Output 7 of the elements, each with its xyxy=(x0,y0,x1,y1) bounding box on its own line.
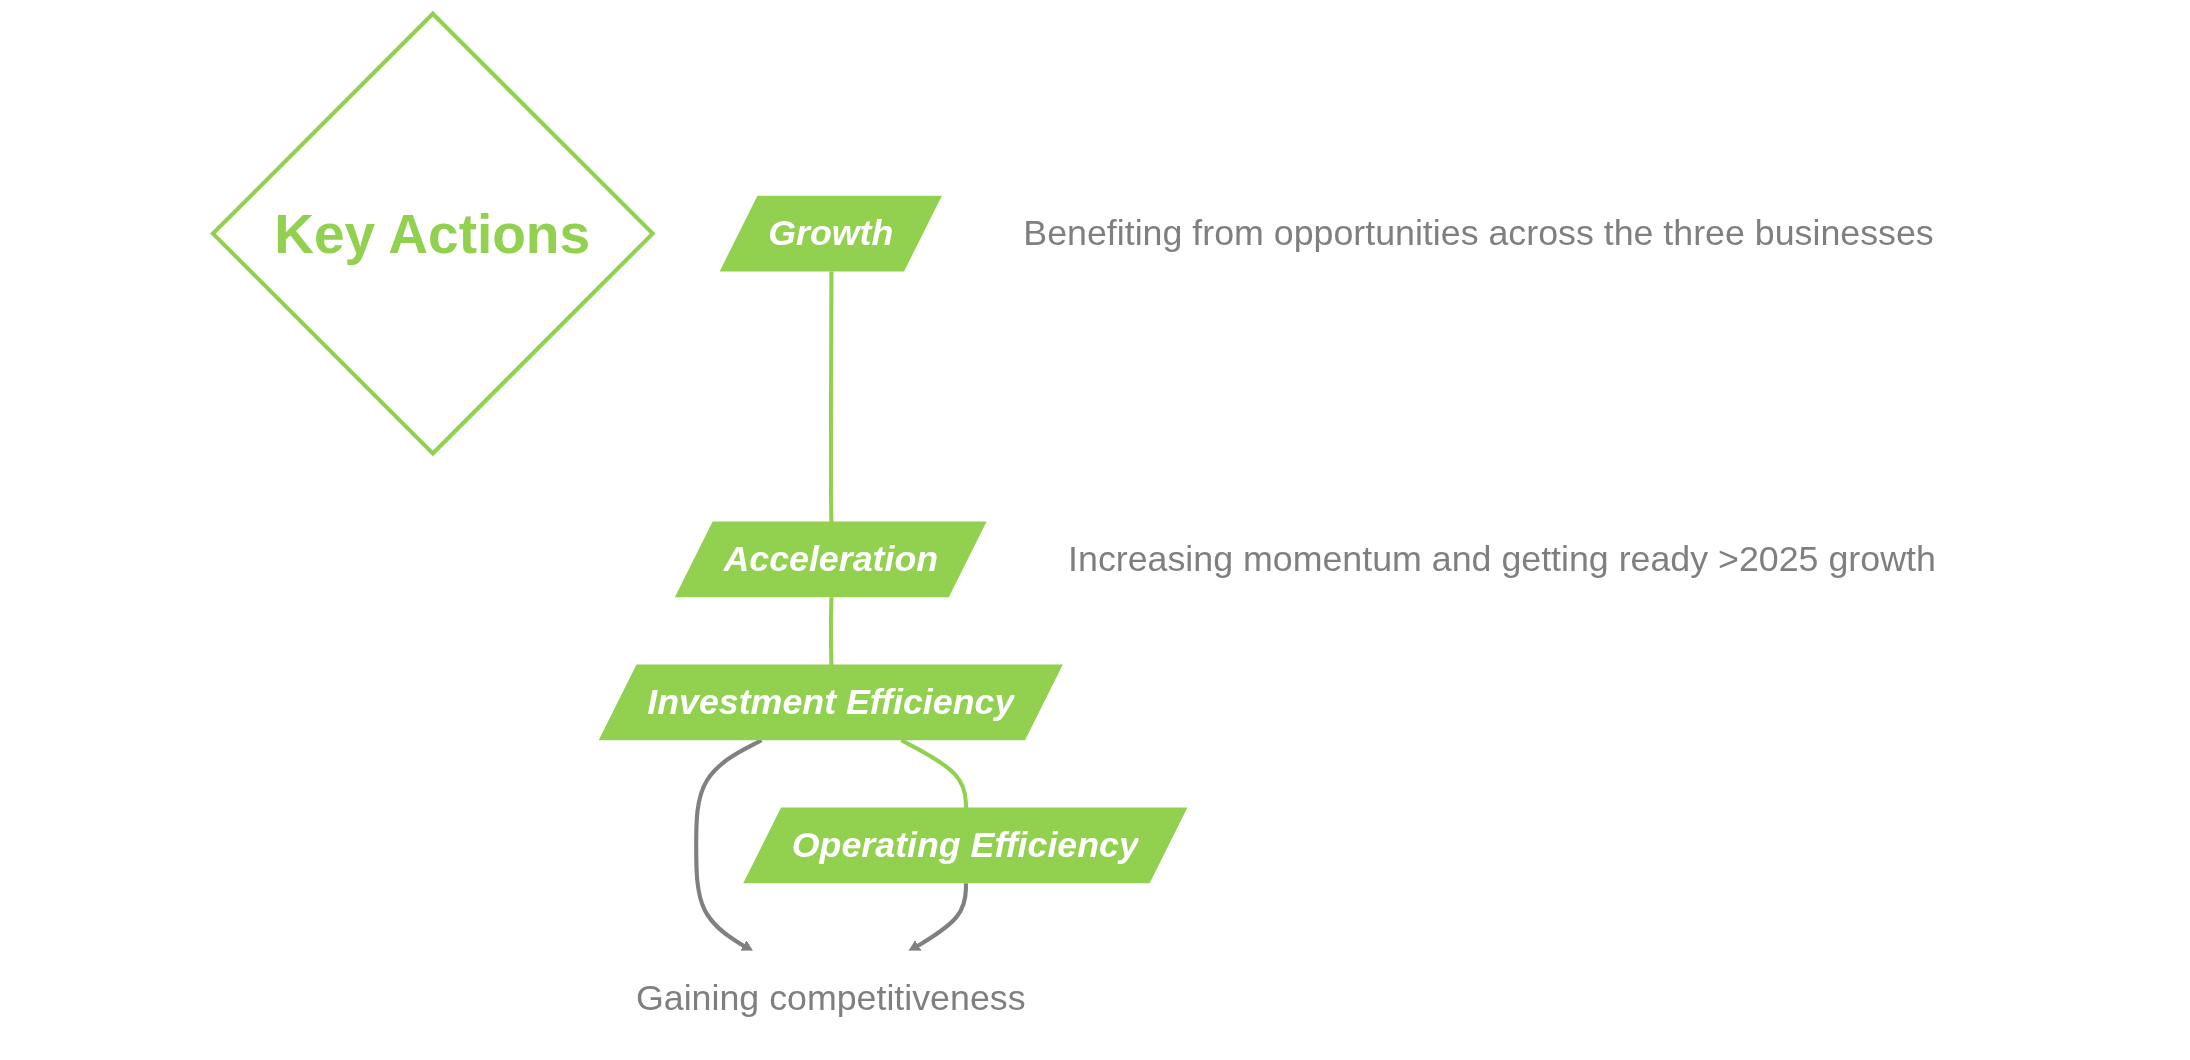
node-label: Benefiting from opportunities across the three businesses xyxy=(1023,212,1934,254)
node-diamond: Key Actions xyxy=(210,10,656,457)
node-label: Increasing momentum and getting ready >2025 growth xyxy=(1068,538,1936,580)
connector xyxy=(828,271,834,523)
connector xyxy=(828,597,834,666)
arrow xyxy=(908,883,969,952)
node-text: Gaining competitiveness xyxy=(635,977,1026,1019)
